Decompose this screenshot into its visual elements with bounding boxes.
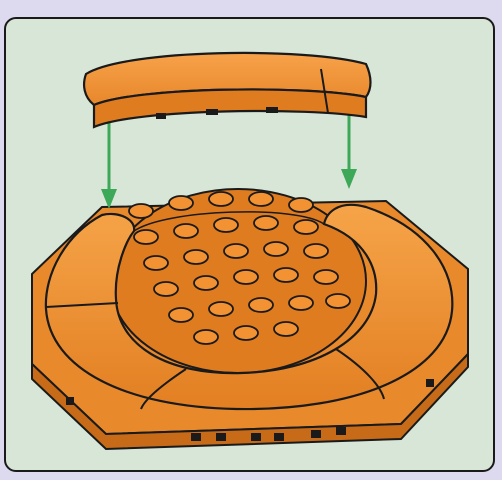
tile-edge-line xyxy=(320,68,329,114)
seam-bottom-right xyxy=(335,348,385,400)
instruction-panel xyxy=(4,17,495,472)
seam-bottom-left xyxy=(140,368,187,410)
arrow-right-icon xyxy=(341,107,357,189)
curved-ring xyxy=(44,203,454,411)
assembly-illustration xyxy=(31,51,469,451)
studs-grid xyxy=(128,191,351,345)
studs-area xyxy=(109,188,367,374)
seam-left xyxy=(45,302,119,308)
curved-tile-piece xyxy=(83,51,372,129)
